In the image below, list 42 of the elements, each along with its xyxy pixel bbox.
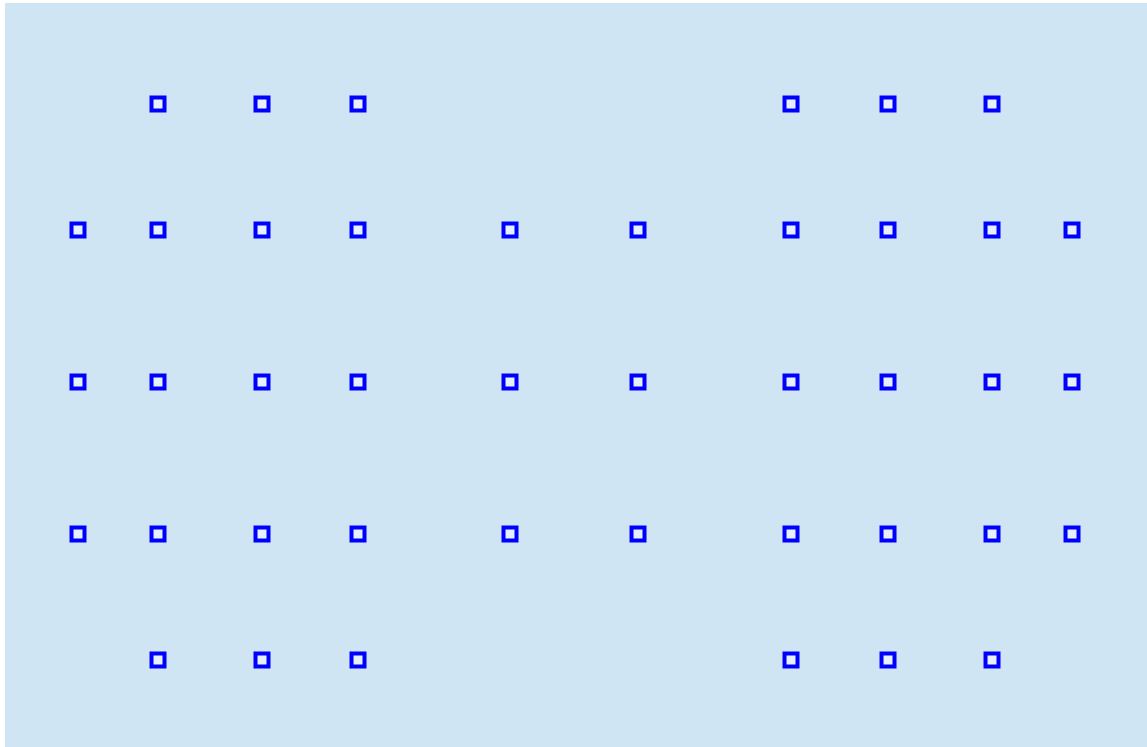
square-marker xyxy=(253,221,271,239)
square-marker xyxy=(782,651,800,669)
square-marker xyxy=(149,373,167,391)
square-marker xyxy=(501,525,519,543)
square-marker xyxy=(1063,525,1081,543)
square-marker xyxy=(983,651,1001,669)
square-marker xyxy=(782,221,800,239)
square-marker xyxy=(349,95,367,113)
square-marker xyxy=(253,95,271,113)
square-marker xyxy=(1063,373,1081,391)
square-marker xyxy=(349,373,367,391)
square-marker xyxy=(349,525,367,543)
square-marker xyxy=(983,221,1001,239)
square-marker xyxy=(879,373,897,391)
square-marker xyxy=(782,373,800,391)
square-marker xyxy=(879,651,897,669)
square-marker xyxy=(879,221,897,239)
square-marker xyxy=(69,221,87,239)
square-marker xyxy=(69,373,87,391)
square-marker xyxy=(349,651,367,669)
square-marker xyxy=(629,525,647,543)
square-marker xyxy=(149,651,167,669)
square-marker xyxy=(149,95,167,113)
square-marker xyxy=(149,525,167,543)
square-marker xyxy=(983,95,1001,113)
square-marker xyxy=(983,373,1001,391)
square-marker xyxy=(349,221,367,239)
square-marker xyxy=(501,373,519,391)
square-marker xyxy=(629,221,647,239)
square-marker xyxy=(501,221,519,239)
square-marker xyxy=(629,373,647,391)
square-marker xyxy=(253,525,271,543)
square-marker xyxy=(253,373,271,391)
square-marker xyxy=(69,525,87,543)
square-marker xyxy=(253,651,271,669)
square-marker xyxy=(782,525,800,543)
square-marker xyxy=(879,525,897,543)
square-marker xyxy=(782,95,800,113)
square-marker xyxy=(149,221,167,239)
square-marker xyxy=(1063,221,1081,239)
square-marker xyxy=(983,525,1001,543)
square-marker xyxy=(879,95,897,113)
